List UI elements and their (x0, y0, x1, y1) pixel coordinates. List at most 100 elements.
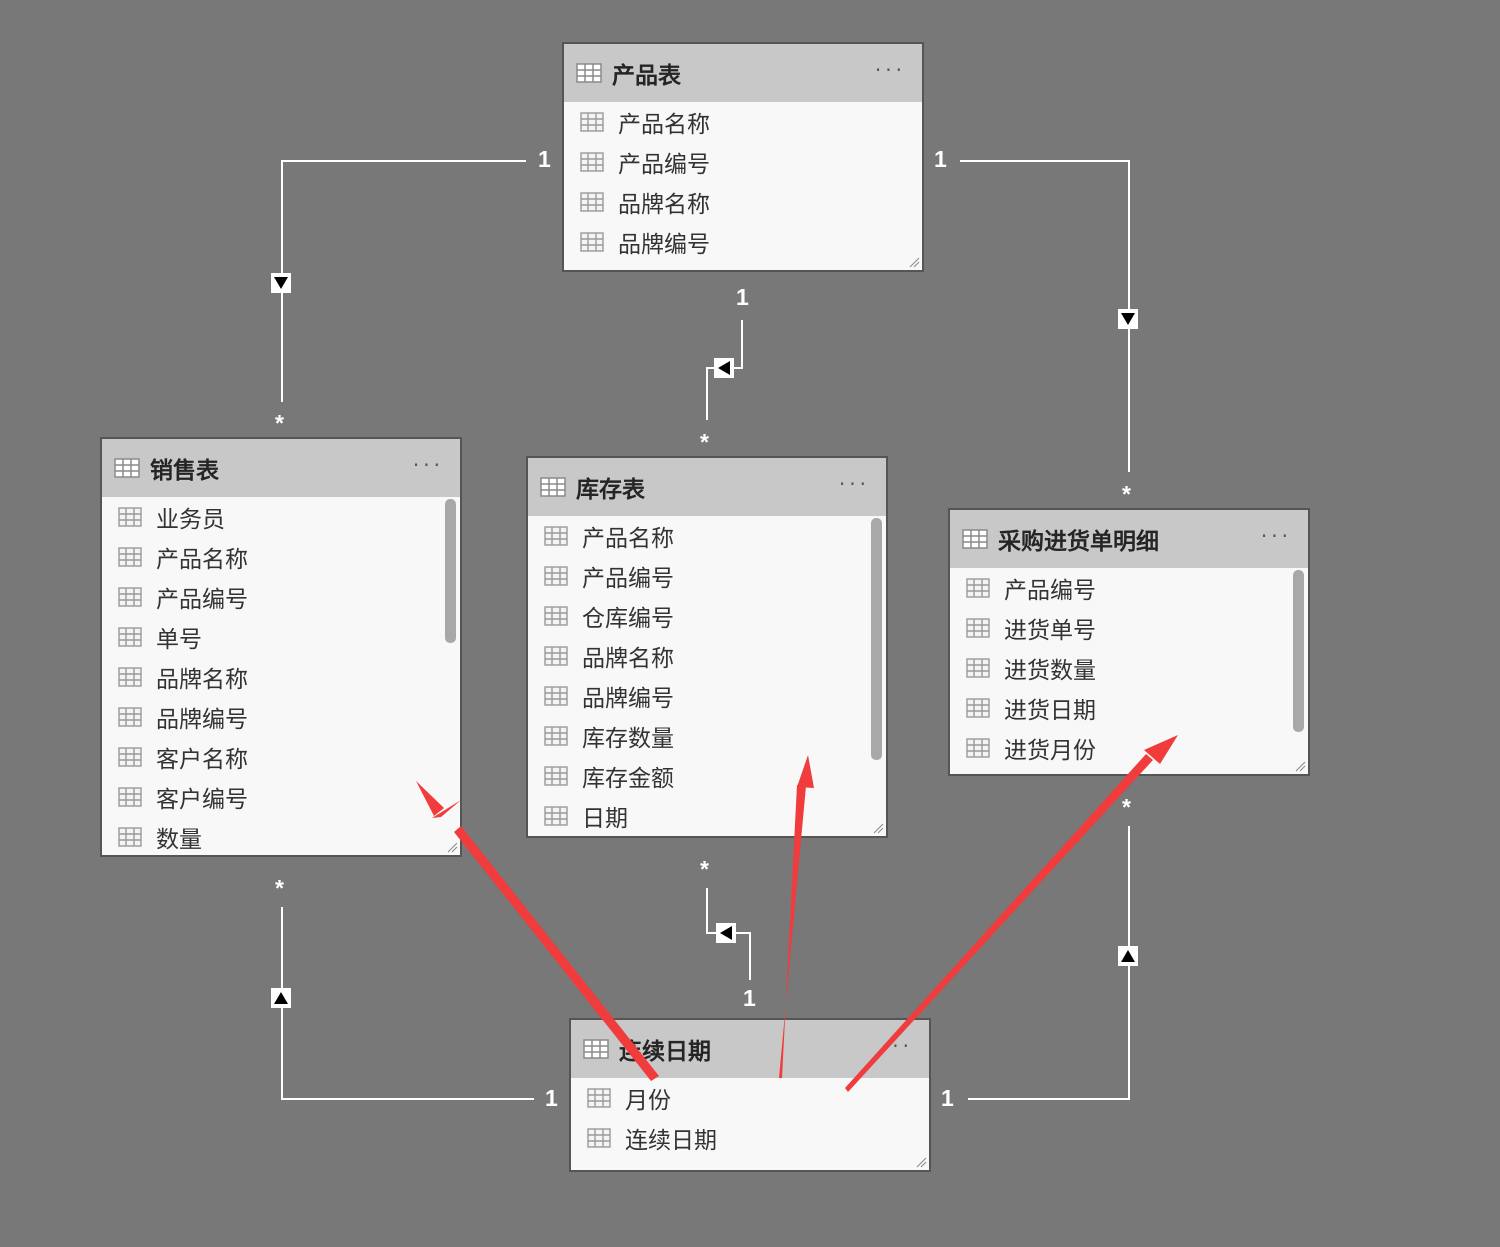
resize-grip-icon[interactable] (1294, 760, 1306, 772)
field-item[interactable]: 进货单号 (950, 608, 1308, 648)
resize-grip-icon[interactable] (446, 841, 458, 853)
field-item[interactable]: 产品编号 (950, 568, 1308, 608)
filter-arrow-up-icon[interactable] (271, 988, 291, 1008)
rel-line-product-sales[interactable] (281, 160, 526, 402)
field-item[interactable]: 数量 (102, 817, 460, 855)
column-icon (118, 787, 142, 807)
table-card-purchase[interactable]: 采购进货单明细 ··· 产品编号 进货单号 进货数量 进货日期 进货月份 (948, 508, 1310, 776)
field-item[interactable]: 进货日期 (950, 688, 1308, 728)
column-icon (580, 112, 604, 132)
column-icon (544, 806, 568, 826)
field-item[interactable]: 产品名称 (102, 537, 460, 577)
table-header[interactable]: 库存表 ··· (528, 458, 886, 516)
field-label: 连续日期 (625, 1128, 717, 1154)
column-icon (580, 152, 604, 172)
field-item[interactable]: 品牌名称 (102, 657, 460, 697)
column-icon (544, 726, 568, 746)
rel-line-dates-purchase[interactable] (968, 826, 1130, 1100)
field-item[interactable]: 日期 (528, 796, 886, 836)
field-label: 进货月份 (1004, 738, 1096, 764)
field-item[interactable]: 库存数量 (528, 716, 886, 756)
column-icon (587, 1088, 611, 1108)
filter-arrow-down-icon[interactable] (1118, 309, 1138, 329)
field-label: 进货数量 (1004, 658, 1096, 684)
cardinality-one-product-sales: 1 (538, 146, 551, 172)
table-title: 采购进货单明细 (998, 529, 1159, 555)
table-icon (540, 477, 566, 497)
field-label: 月份 (625, 1088, 671, 1114)
column-icon (580, 192, 604, 212)
field-item[interactable]: 月份 (571, 1078, 929, 1118)
vertical-scrollbar[interactable] (445, 499, 456, 643)
table-header[interactable]: 采购进货单明细 ··· (950, 510, 1308, 568)
column-icon (966, 698, 990, 718)
field-label: 产品名称 (156, 547, 248, 573)
field-item[interactable]: 客户编号 (102, 777, 460, 817)
cardinality-many-product-purchase: * (1122, 481, 1131, 507)
column-icon (544, 686, 568, 706)
field-item[interactable]: 品牌名称 (564, 182, 922, 222)
field-item[interactable]: 单号 (102, 617, 460, 657)
table-header[interactable]: 连续日期 ··· (571, 1020, 929, 1078)
cardinality-one-inventory-dates: 1 (743, 985, 756, 1011)
field-item[interactable]: 连续日期 (571, 1118, 929, 1158)
more-options-icon[interactable]: ··· (881, 1034, 913, 1058)
field-label: 品牌编号 (582, 686, 674, 712)
column-icon (118, 507, 142, 527)
filter-arrow-left-icon[interactable] (716, 923, 736, 943)
field-label: 产品名称 (618, 112, 710, 138)
field-list: 产品编号 进货单号 进货数量 进货日期 进货月份 (950, 568, 1308, 768)
field-label: 客户名称 (156, 747, 248, 773)
rel-line-dates-sales[interactable] (281, 907, 534, 1100)
field-item[interactable]: 进货月份 (950, 728, 1308, 768)
column-icon (544, 526, 568, 546)
cardinality-many-inventory-dates: * (700, 856, 709, 882)
filter-arrow-left-icon[interactable] (714, 358, 734, 378)
table-icon (114, 458, 140, 478)
cardinality-one-product-inventory: 1 (736, 284, 749, 310)
column-icon (966, 618, 990, 638)
more-options-icon[interactable]: ··· (874, 58, 906, 82)
column-icon (544, 646, 568, 666)
field-item[interactable]: 品牌编号 (102, 697, 460, 737)
field-item[interactable]: 品牌编号 (528, 676, 886, 716)
table-title: 产品表 (612, 63, 681, 89)
field-item[interactable]: 产品名称 (564, 102, 922, 142)
field-item[interactable]: 库存金额 (528, 756, 886, 796)
vertical-scrollbar[interactable] (1293, 570, 1304, 732)
table-card-inventory[interactable]: 库存表 ··· 产品名称 产品编号 仓库编号 品牌名称 品牌编号 库存数量 库存… (526, 456, 888, 838)
field-label: 库存数量 (582, 726, 674, 752)
cardinality-one-product-purchase: 1 (934, 146, 947, 172)
rel-line-product-purchase[interactable] (960, 160, 1130, 472)
resize-grip-icon[interactable] (908, 256, 920, 268)
table-header[interactable]: 产品表 ··· (564, 44, 922, 102)
table-card-dates[interactable]: 连续日期 ··· 月份 连续日期 (569, 1018, 931, 1172)
resize-grip-icon[interactable] (872, 822, 884, 834)
vertical-scrollbar[interactable] (871, 518, 882, 760)
column-icon (544, 566, 568, 586)
field-item[interactable]: 产品编号 (102, 577, 460, 617)
field-item[interactable]: 产品编号 (528, 556, 886, 596)
more-options-icon[interactable]: ··· (412, 453, 444, 477)
table-card-product[interactable]: 产品表 ··· 产品名称 产品编号 品牌名称 品牌编号 (562, 42, 924, 272)
field-item[interactable]: 业务员 (102, 497, 460, 537)
filter-arrow-up-icon[interactable] (1118, 946, 1138, 966)
more-options-icon[interactable]: ··· (838, 472, 870, 496)
resize-grip-icon[interactable] (915, 1156, 927, 1168)
field-item[interactable]: 品牌名称 (528, 636, 886, 676)
field-label: 产品编号 (618, 152, 710, 178)
field-item[interactable]: 产品编号 (564, 142, 922, 182)
field-item[interactable]: 客户名称 (102, 737, 460, 777)
field-item[interactable]: 产品名称 (528, 516, 886, 556)
field-item[interactable]: 品牌编号 (564, 222, 922, 262)
filter-arrow-down-icon[interactable] (271, 273, 291, 293)
field-item[interactable]: 仓库编号 (528, 596, 886, 636)
column-icon (118, 547, 142, 567)
table-card-sales[interactable]: 销售表 ··· 业务员 产品名称 产品编号 单号 品牌名称 品牌编号 客户名称 … (100, 437, 462, 857)
column-icon (118, 587, 142, 607)
more-options-icon[interactable]: ··· (1260, 524, 1292, 548)
field-label: 进货单号 (1004, 618, 1096, 644)
column-icon (544, 766, 568, 786)
field-item[interactable]: 进货数量 (950, 648, 1308, 688)
table-header[interactable]: 销售表 ··· (102, 439, 460, 497)
